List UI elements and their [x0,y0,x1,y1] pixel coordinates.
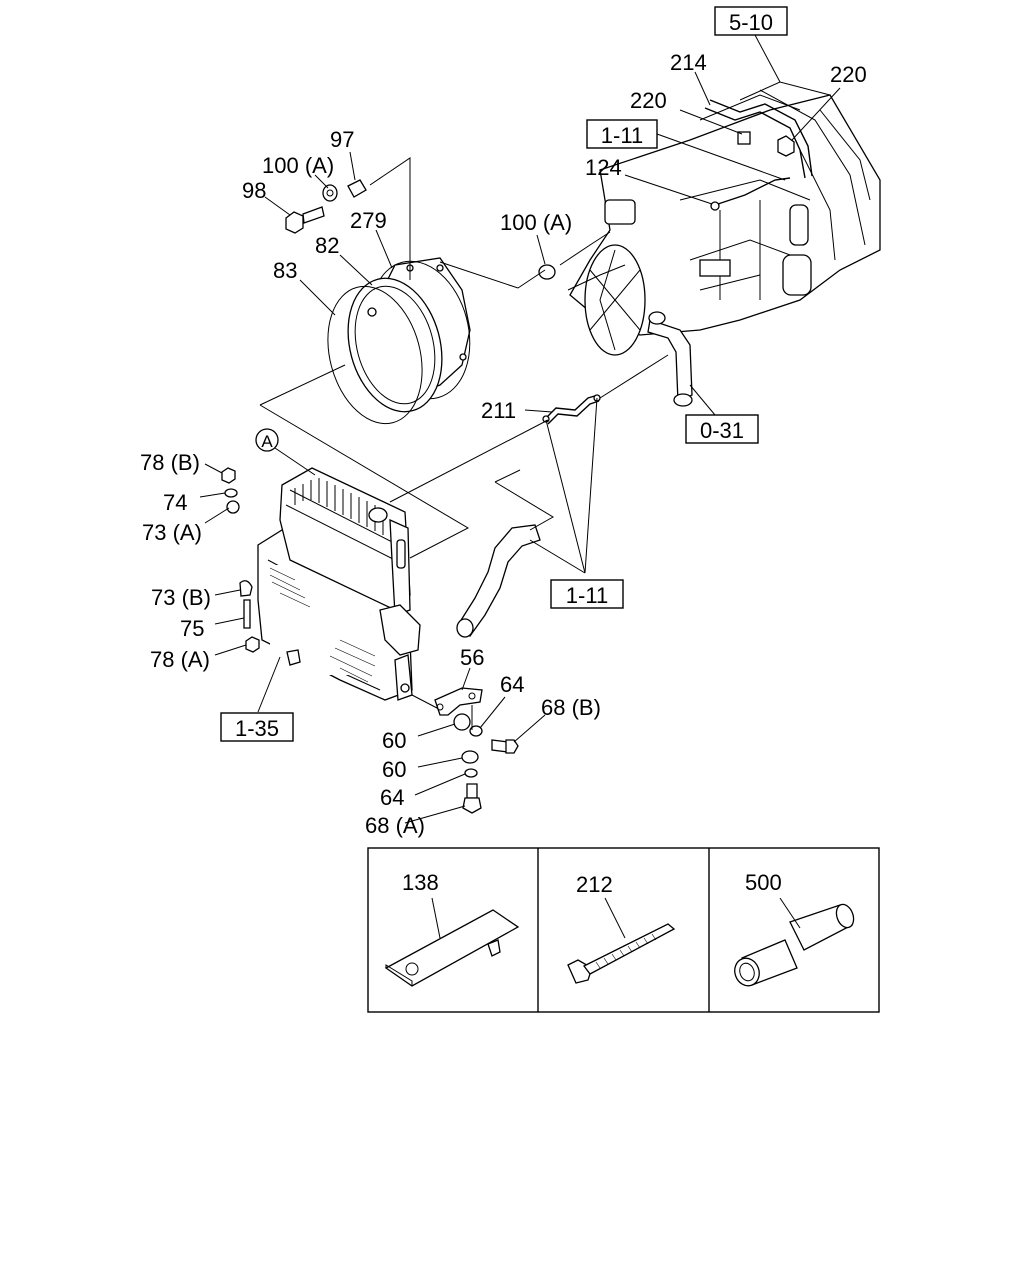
callout-74: 74 [163,490,187,515]
ref-box-5-10: 5-10 [714,6,788,36]
plug-100a [538,264,556,280]
callout-60-upper: 60 [382,728,406,753]
lower-hose [456,524,541,638]
bolt-98 [285,206,325,234]
inset-part-500 [734,897,855,987]
ref-box-1-11-top: 1-11 [586,119,658,149]
bolt-68b [491,739,519,754]
callout-279: 279 [350,208,387,233]
callout-73b: 73 (B) [151,585,211,610]
callout-60-lower: 60 [382,757,406,782]
callout-68a: 68 (A) [365,813,425,838]
inset-panel: 138 212 500 [367,847,880,1013]
callout-64-upper: 64 [500,672,524,697]
washer-64b [464,768,478,778]
ref-1-11-mid-label: 1-11 [566,583,608,608]
callout-82: 82 [315,233,339,258]
callout-220-right: 220 [830,62,867,87]
callout-a: A [261,432,273,451]
callout-100a-top: 100 (A) [262,153,334,178]
hose-211 [545,394,599,419]
radiator-assembly [257,467,421,701]
callout-a-circle: A [255,428,279,452]
ref-box-1-11-mid: 1-11 [550,579,624,609]
callout-78a: 78 (A) [150,647,210,672]
washer-100a-top [322,184,338,202]
engine-assembly [569,81,881,407]
washer-64a [469,725,483,737]
callout-98: 98 [242,178,266,203]
cushion-73b [239,580,253,597]
callout-64-lower: 64 [380,785,404,810]
ref-5-10-label: 5-10 [729,10,773,35]
inset-part-212 [567,897,676,984]
ref-1-11-top-label: 1-11 [601,123,643,148]
callout-75: 75 [180,616,204,641]
stud-75 [243,599,251,629]
callout-214: 214 [670,50,707,75]
callout-78b: 78 (B) [140,450,200,475]
leader-lines [199,34,841,824]
bracket-56 [434,687,483,716]
ref-0-31-label: 0-31 [700,418,744,443]
inset-part-138 [384,897,520,987]
callout-97: 97 [330,127,354,152]
ref-box-0-31: 0-31 [685,414,759,444]
bolt-68a [462,783,482,814]
callout-220-left: 220 [630,88,667,113]
callout-56: 56 [460,645,484,670]
callout-100a-mid: 100 (A) [500,210,572,235]
ref-box-1-35: 1-35 [220,712,294,742]
callout-211: 211 [481,398,516,423]
label-500: 500 [745,870,782,895]
callout-124: 124 [585,155,622,180]
ring-82 [347,277,443,413]
callout-83: 83 [273,258,297,283]
spacer-97 [347,179,367,198]
nut-78b [221,467,236,484]
label-138: 138 [402,870,439,895]
callout-73a: 73 (A) [142,520,202,545]
seal-83 [327,285,423,425]
ref-1-35-label: 1-35 [235,716,279,741]
nut-78a [245,636,260,653]
rubber-60b [461,750,479,764]
callout-68b: 68 (B) [541,695,601,720]
label-212: 212 [576,872,613,897]
rubber-60a [453,713,471,731]
cushion-73a [226,500,240,514]
washer-74 [224,488,238,498]
